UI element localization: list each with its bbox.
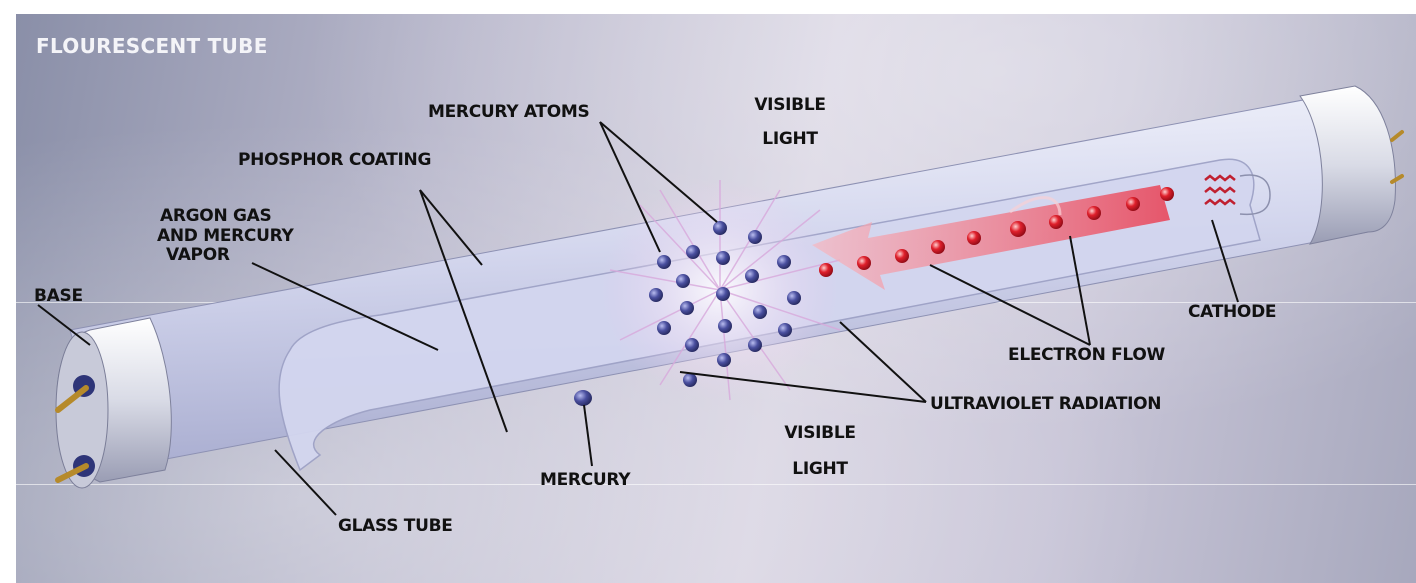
label-vapor: VAPOR (166, 245, 230, 265)
label-visible-light-top-1: VISIBLE (745, 95, 835, 115)
label-phosphor-coating: PHOSPHOR COATING (238, 150, 431, 170)
label-visible-light-bottom-1: VISIBLE (770, 423, 870, 443)
label-cathode: CATHODE (1188, 302, 1276, 322)
label-argon-gas: ARGON GAS (160, 206, 271, 226)
label-glass-tube: GLASS TUBE (338, 516, 453, 536)
label-mercury-atoms: MERCURY ATOMS (428, 102, 589, 122)
label-and-mercury: AND MERCURY (157, 226, 294, 246)
diagram-title: FLOURESCENT TUBE (36, 34, 268, 58)
label-ultraviolet-radiation: ULTRAVIOLET RADIATION (930, 394, 1161, 414)
label-visible-light-top-2: LIGHT (745, 129, 835, 149)
label-base: BASE (34, 286, 83, 306)
label-visible-light-bottom-2: LIGHT (770, 459, 870, 479)
label-mercury: MERCURY (540, 470, 630, 490)
label-electron-flow: ELECTRON FLOW (1008, 345, 1165, 365)
